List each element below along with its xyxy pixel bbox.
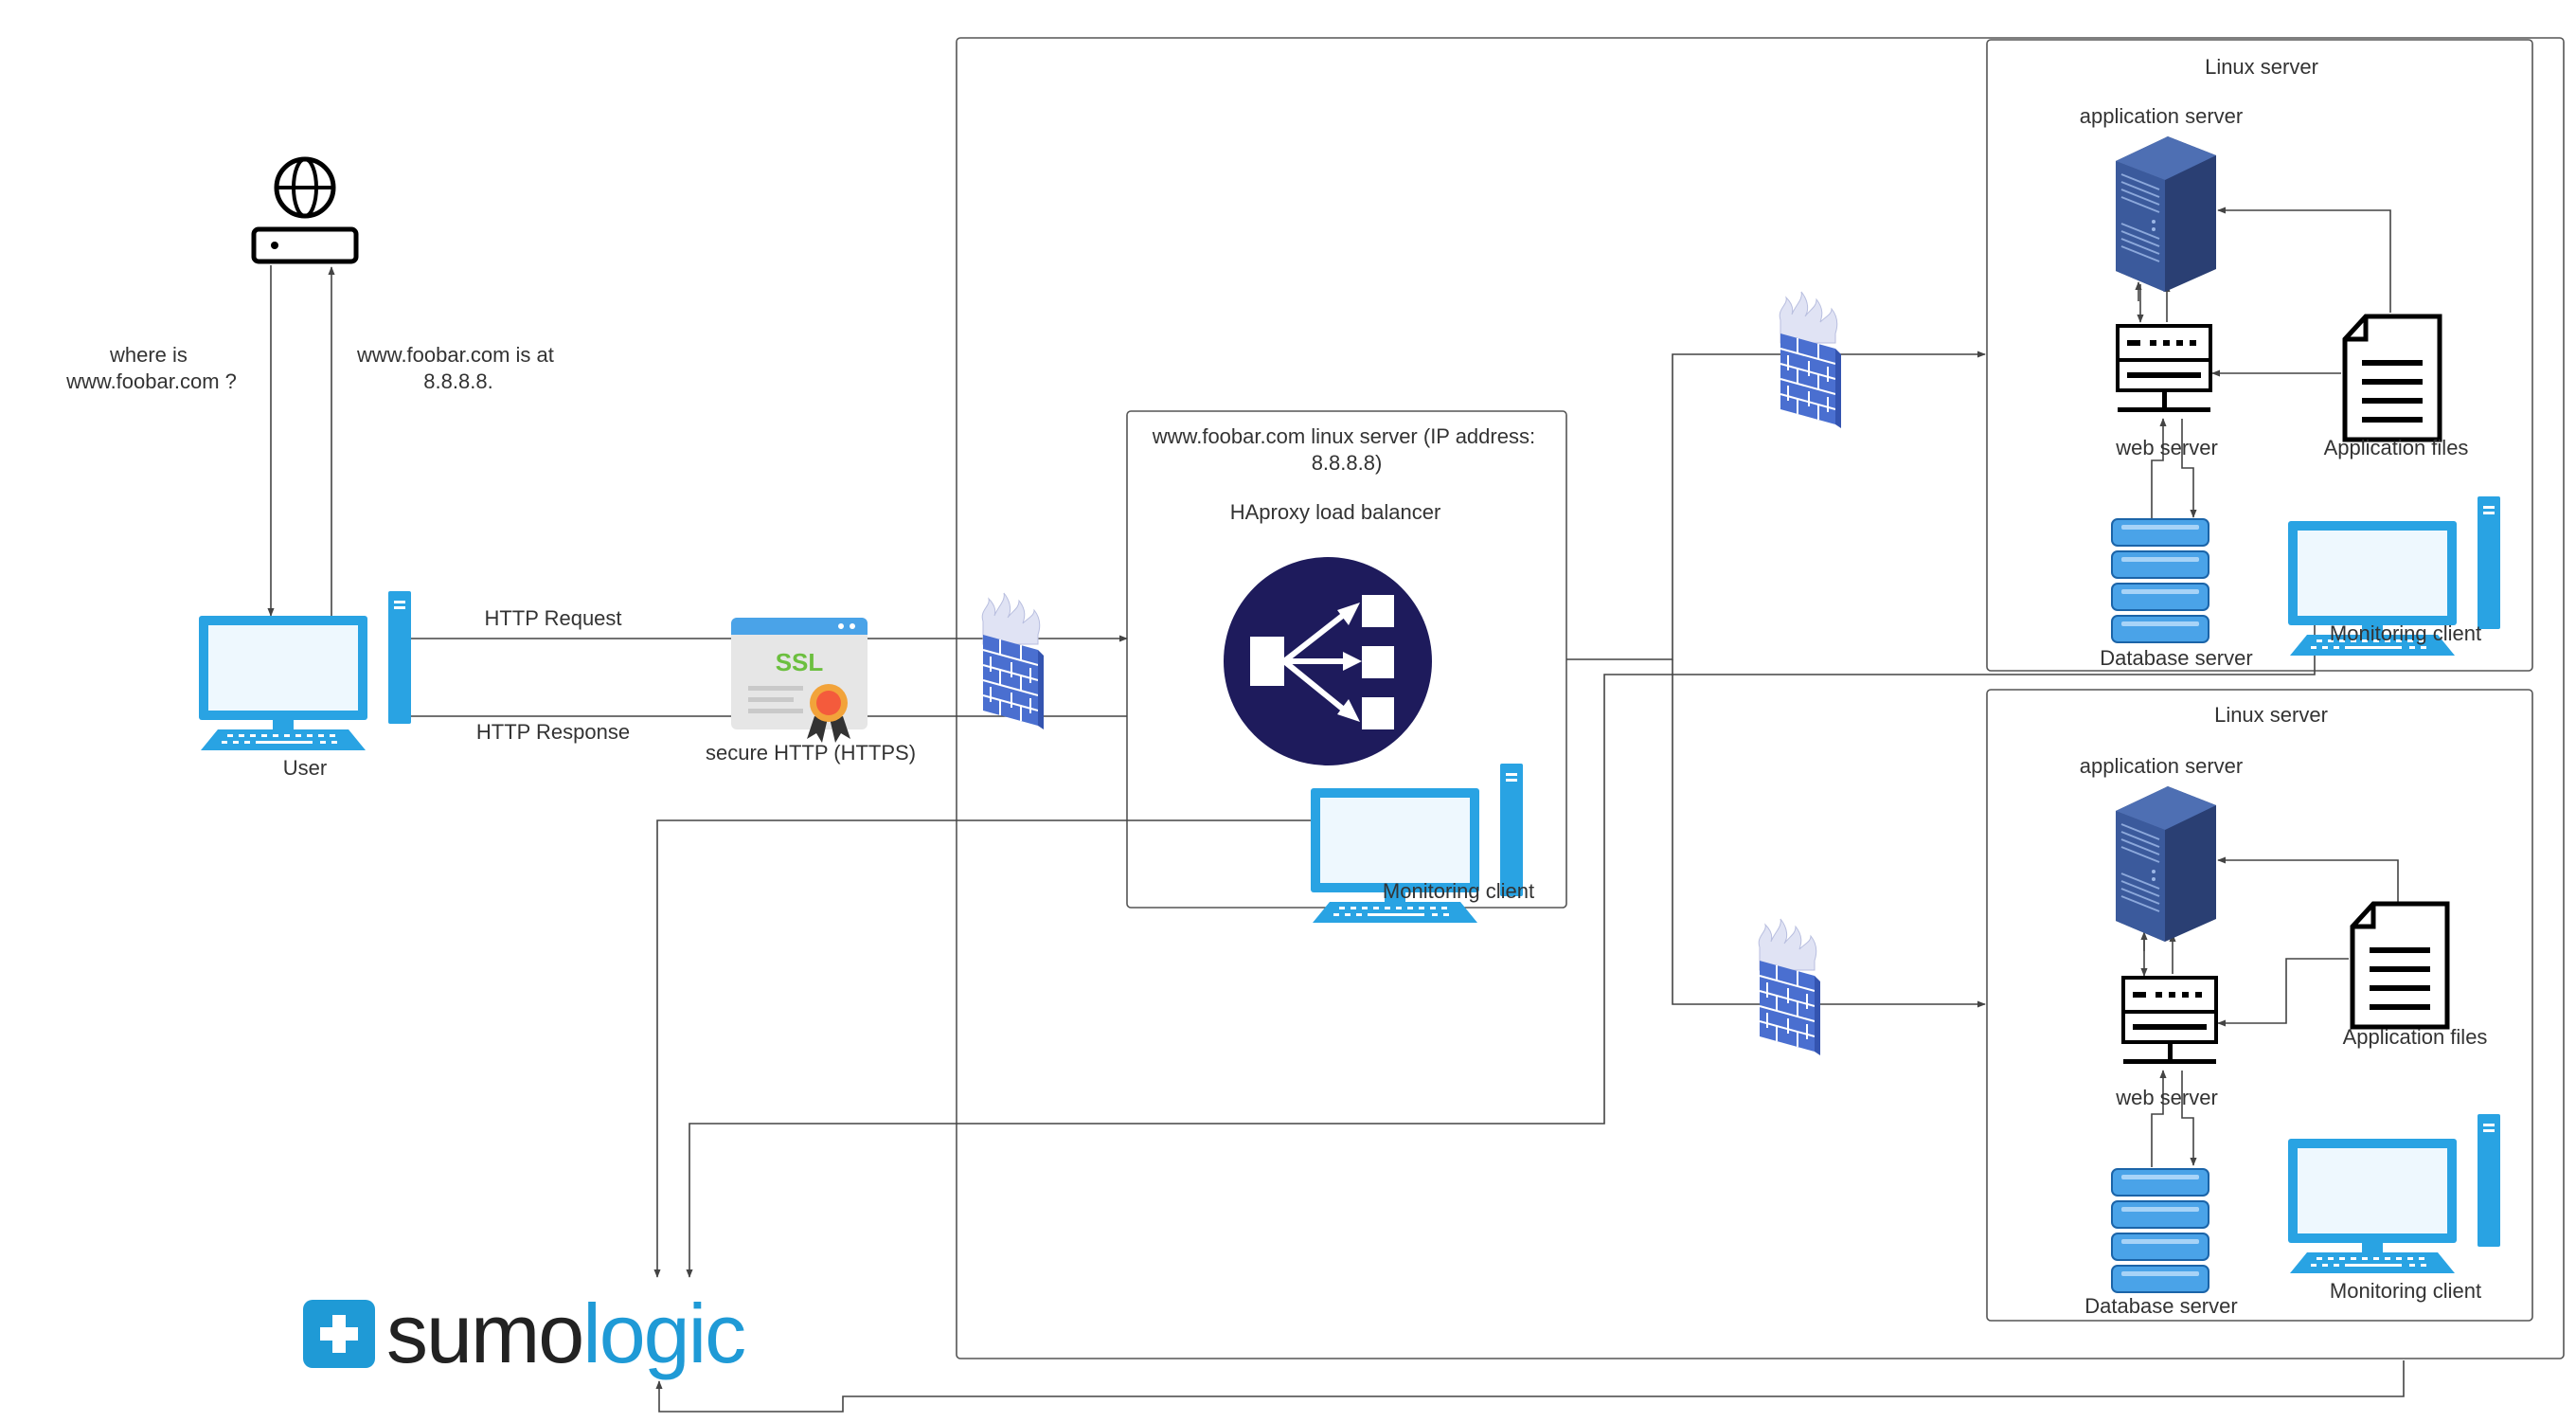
app-files-1-icon xyxy=(2345,316,2440,440)
files-to-app-arrow-1 xyxy=(2217,207,2391,313)
db-to-ws-arrow-2 xyxy=(2151,1070,2167,1167)
monitoring-2-label: Monitoring client xyxy=(2330,1279,2481,1303)
monitoring-1-label: Monitoring client xyxy=(2330,621,2481,645)
sumologic-wordmark-part2: logic xyxy=(582,1287,744,1380)
app-server-2-label: application server xyxy=(2080,754,2243,778)
app-server-1-label: application server xyxy=(2080,104,2243,128)
user-label: User xyxy=(283,756,327,780)
sumologic-wordmark-part1: sumo xyxy=(386,1287,582,1380)
linux-server-box-1 xyxy=(1986,39,2533,672)
load-balancer-icon xyxy=(1224,557,1432,765)
database-1-icon xyxy=(2111,518,2209,643)
ssl-badge-text: SSL xyxy=(776,648,824,676)
dns-question-label: where is www.foobar.com ? xyxy=(65,343,237,393)
linux-server-1-title: Linux server xyxy=(2205,55,2318,79)
linux-server-box-2 xyxy=(1986,689,2533,1322)
firewall-icon-server2 xyxy=(1758,918,1821,1056)
ws-to-db-arrow-2 xyxy=(2181,1071,2197,1166)
http-response-label: HTTP Response xyxy=(476,720,630,744)
ssl-certificate-icon xyxy=(731,618,868,743)
sumologic-logo: sumologic xyxy=(303,1287,746,1380)
lb-monitor-to-sumo-arrow xyxy=(653,819,1388,1278)
web-server-2-label: web server xyxy=(2115,1086,2218,1109)
firewall-icon-server1 xyxy=(1779,291,1842,429)
firewall-icon-main xyxy=(981,592,1045,730)
infrastructure-container xyxy=(956,37,2565,1359)
server1-monitor-to-sumo-arrow xyxy=(686,558,2332,1278)
lb-monitoring-label: Monitoring client xyxy=(1383,879,1534,903)
server2-monitor-to-sumo-arrow xyxy=(655,1360,2405,1413)
sumologic-wordmark: sumologic xyxy=(386,1287,744,1380)
http-request-label: HTTP Request xyxy=(484,606,621,630)
files-to-app-arrow-2 xyxy=(2217,856,2399,902)
ws-to-db-arrow-1 xyxy=(2181,419,2197,518)
web-server-1-label: web server xyxy=(2115,436,2218,459)
web-server-2-icon xyxy=(2121,976,2218,1066)
web-server-1-icon xyxy=(2116,324,2212,414)
dns-server-icon xyxy=(251,156,359,264)
dns-answer-label: www.foobar.com is at 8.8.8.8. xyxy=(356,343,560,393)
files-to-ws-arrow-2 xyxy=(2217,958,2349,1027)
lb-to-server1-arrow xyxy=(1566,351,1986,660)
db-to-ws-arrow-1 xyxy=(2151,418,2167,519)
database-1-label: Database server xyxy=(2100,646,2252,670)
user-computer-icon xyxy=(199,591,411,750)
monitoring-client-2-icon xyxy=(2288,1114,2500,1273)
app-files-1-label: Application files xyxy=(2324,436,2469,459)
lb-server-title: www.foobar.com linux server (IP address:… xyxy=(1152,424,1541,475)
app-files-2-icon xyxy=(2352,904,2447,1027)
lb-to-server2-arrow xyxy=(1672,659,1986,1008)
database-2-label: Database server xyxy=(2084,1294,2237,1318)
ssl-label: secure HTTP (HTTPS) xyxy=(706,741,916,765)
app-server-2-icon xyxy=(2115,785,2217,943)
database-2-icon xyxy=(2111,1168,2209,1293)
app-server-1-icon xyxy=(2115,135,2217,293)
app-files-2-label: Application files xyxy=(2343,1025,2488,1049)
linux-server-2-title: Linux server xyxy=(2214,703,2328,727)
lb-subtitle: HAproxy load balancer xyxy=(1230,500,1441,524)
